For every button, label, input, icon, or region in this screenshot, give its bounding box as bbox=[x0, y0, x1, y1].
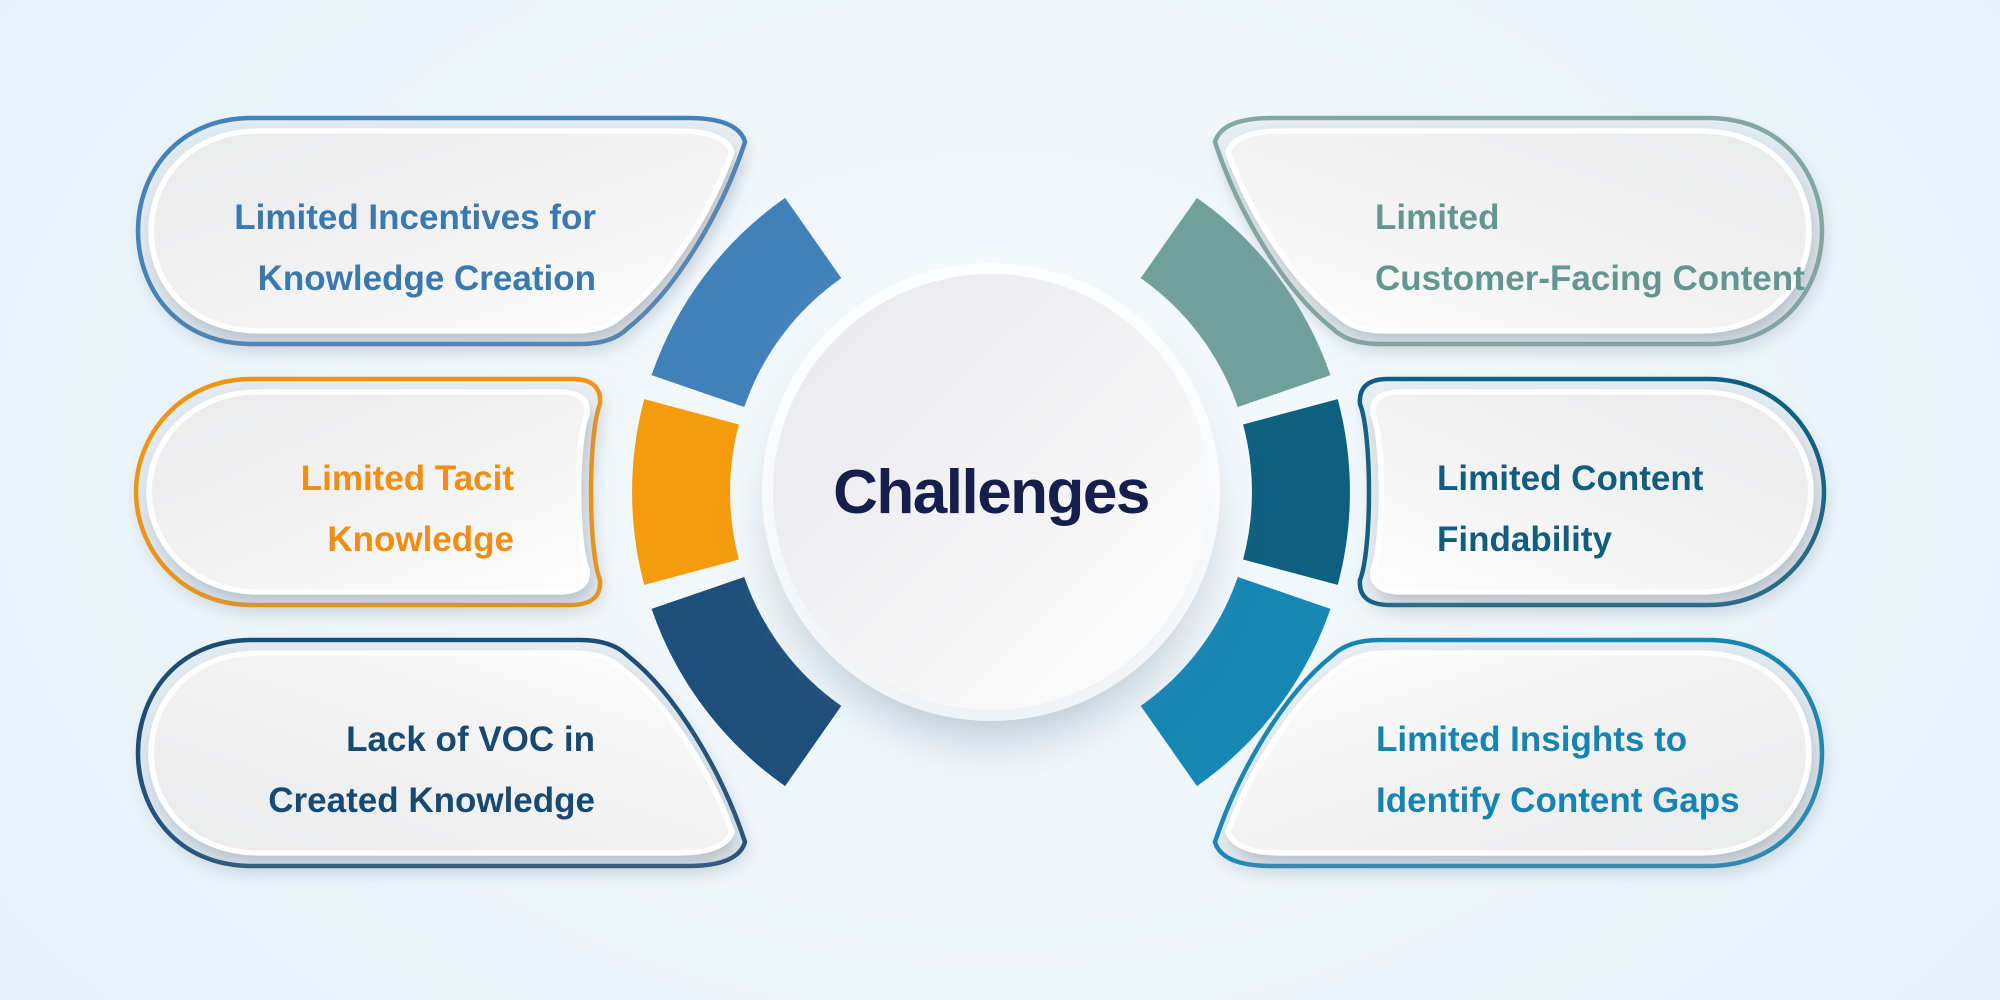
right-arc bbox=[1139, 197, 1350, 787]
text-line: Limited Incentives for bbox=[234, 197, 596, 237]
text-line: Customer-Facing Content bbox=[1375, 259, 1805, 298]
text-line: Knowledge bbox=[327, 520, 514, 559]
arc-segment-right-top bbox=[1139, 197, 1331, 408]
callout-text-limited-insights-content-gaps: Limited Insights to Identify Content Gap… bbox=[1376, 640, 1856, 866]
text-line: Identify Content Gaps bbox=[1376, 781, 1740, 820]
callout-text-limited-tacit-knowledge: Limited Tacit Knowledge bbox=[150, 379, 514, 605]
diagram-title: Challenges bbox=[833, 457, 1150, 527]
arc-segment-right-middle bbox=[1242, 399, 1350, 585]
callout-text-limited-customer-facing-content: Limited Customer-Facing Content bbox=[1375, 118, 1855, 344]
text-line: Limited Insights to bbox=[1376, 719, 1688, 759]
arc-segment-left-middle bbox=[632, 399, 740, 585]
callout-text-limited-incentives: Limited Incentives for Knowledge Creatio… bbox=[150, 118, 596, 344]
arc-segment-left-bottom bbox=[651, 576, 843, 787]
text-line: Limited Tacit bbox=[300, 458, 514, 498]
text-line: Lack of VOC in bbox=[346, 719, 595, 759]
text-line: Findability bbox=[1437, 520, 1612, 559]
text-line: Limited Content bbox=[1437, 458, 1704, 498]
text-line: Created Knowledge bbox=[268, 781, 595, 820]
callout-text-lack-of-voc: Lack of VOC in Created Knowledge bbox=[150, 640, 595, 866]
center-circle: Challenges bbox=[773, 274, 1209, 710]
callout-text-limited-content-findability: Limited Content Findability bbox=[1437, 379, 1857, 605]
text-line: Limited bbox=[1375, 197, 1500, 237]
arc-segment-left-top bbox=[651, 197, 843, 408]
text-line: Knowledge Creation bbox=[257, 259, 596, 298]
arc-segment-right-bottom bbox=[1139, 576, 1331, 787]
left-arc bbox=[632, 197, 843, 787]
